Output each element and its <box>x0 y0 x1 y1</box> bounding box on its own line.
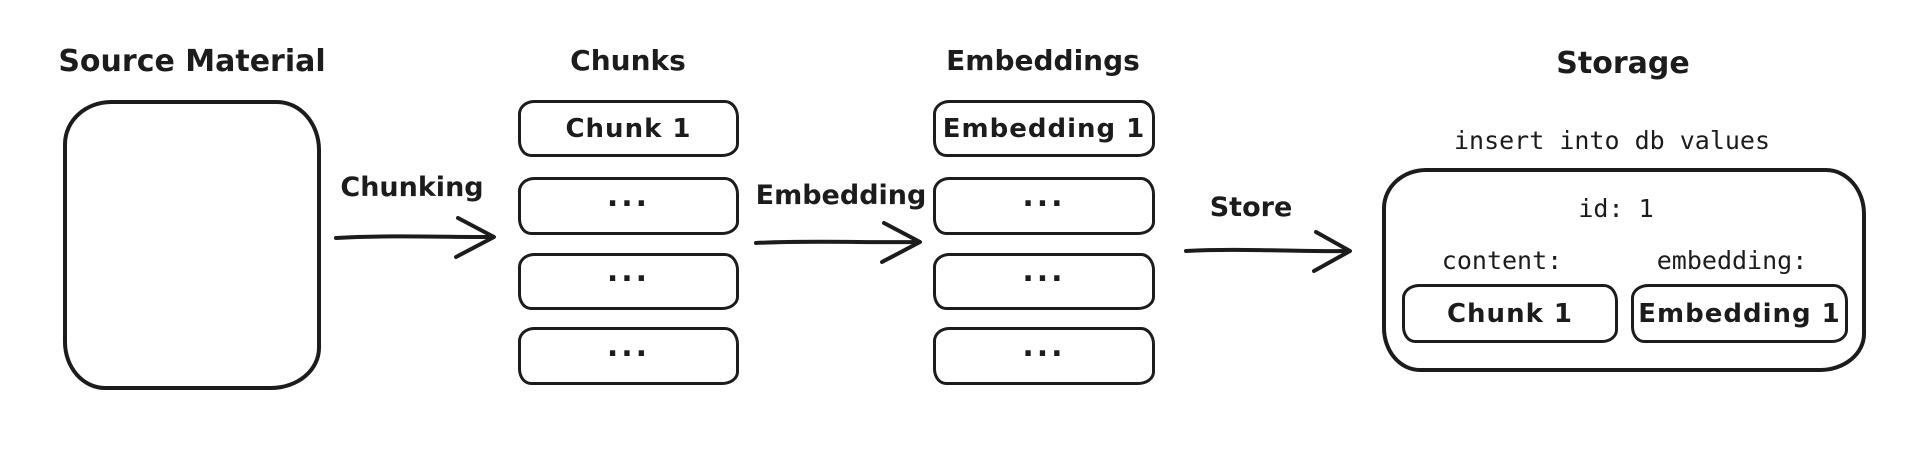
chunk-item-label: ... <box>606 254 651 289</box>
chunk-item-label: Chunk 1 <box>565 113 692 144</box>
source-material-title: Source Material <box>58 44 326 79</box>
embedding-item-label: ... <box>1022 328 1066 364</box>
embedding-item-box: ... <box>933 327 1155 385</box>
record-embedding-value: Embedding 1 <box>1638 298 1841 329</box>
embedding-arrow <box>754 221 922 264</box>
chunk-item-label: ... <box>606 178 651 214</box>
embedding-item-label: ... <box>1022 254 1066 289</box>
storage-insert-caption: insert into db values <box>1453 126 1771 155</box>
record-content-value-box: Chunk 1 <box>1402 284 1618 343</box>
chunking-arrow-label: Chunking <box>340 172 484 203</box>
chunk-item-box: ... <box>518 253 739 310</box>
embeddings-column-title: Embeddings <box>946 44 1140 77</box>
record-embedding-field-label: embedding: <box>1656 246 1808 275</box>
record-embedding-value-box: Embedding 1 <box>1631 284 1848 343</box>
embedding-item-label: ... <box>1022 178 1066 214</box>
embedding-item-label: Embedding 1 <box>942 113 1146 144</box>
embedding-item-box: ... <box>933 253 1155 310</box>
chunk-item-box: ... <box>518 327 739 385</box>
store-arrow-label: Store <box>1209 192 1293 223</box>
embedding-item-box: Embedding 1 <box>933 100 1155 157</box>
record-content-field-label: content: <box>1441 246 1563 275</box>
chunk-item-box: Chunk 1 <box>518 100 739 157</box>
record-content-value: Chunk 1 <box>1446 298 1574 329</box>
source-material-box <box>63 100 321 390</box>
chunking-arrow <box>334 216 496 259</box>
embedding-item-box: ... <box>933 177 1155 235</box>
store-arrow <box>1184 230 1352 273</box>
chunk-item-label: ... <box>606 328 651 364</box>
chunks-column-title: Chunks <box>570 44 686 77</box>
chunk-item-box: ... <box>518 177 739 235</box>
record-id-field: id: 1 <box>1578 194 1654 223</box>
embedding-arrow-label: Embedding <box>755 180 927 211</box>
storage-title: Storage <box>1556 46 1690 81</box>
